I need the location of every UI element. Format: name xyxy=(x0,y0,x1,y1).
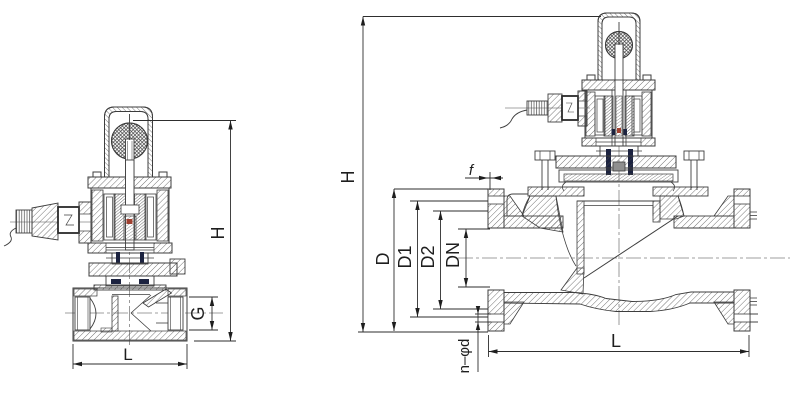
svg-text:n–φd: n–φd xyxy=(456,339,473,374)
svg-text:D1: D1 xyxy=(395,245,415,268)
svg-text:H: H xyxy=(208,227,228,240)
svg-text:D2: D2 xyxy=(418,245,438,268)
svg-text:H: H xyxy=(338,171,358,184)
svg-text:f: f xyxy=(469,162,475,179)
svg-text:L: L xyxy=(611,331,621,351)
svg-text:DN: DN xyxy=(443,242,463,268)
svg-text:G: G xyxy=(188,306,208,320)
svg-text:L: L xyxy=(123,345,132,364)
svg-text:D: D xyxy=(373,253,393,266)
